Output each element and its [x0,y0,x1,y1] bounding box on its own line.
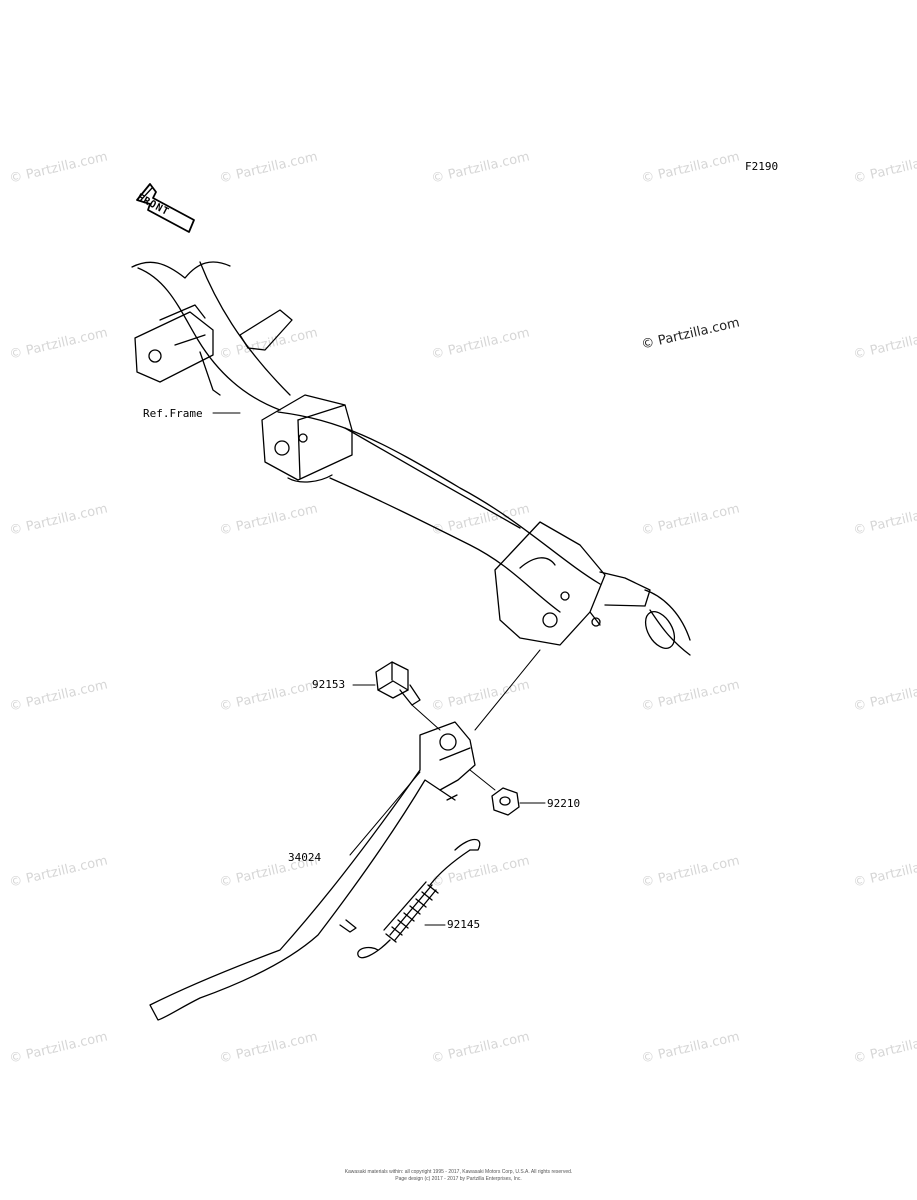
front-arrow-icon [136,183,195,233]
stand-mount-bracket [494,521,691,656]
nut-92210 [491,787,520,816]
leader-34024 [349,771,421,856]
footer-design: Page design (c) 2017 - 2017 by Partzilla… [395,1176,522,1182]
frame [131,261,601,613]
footer-copyright: Kawasaki materials within: all copyright… [344,1169,573,1175]
axis-line [469,769,496,791]
ref-frame-label: Ref.Frame [143,407,203,420]
part-label-92210[interactable]: 92210 [547,797,581,810]
part-label-92153[interactable]: 92153 [312,678,346,691]
side-stand-34024 [149,721,476,1021]
spring-92145 [357,838,481,959]
bolt-92153 [375,661,421,706]
axis-line [411,704,441,731]
part-label-92145[interactable]: 92145 [447,918,481,931]
diagram-code: F2190 [745,160,779,173]
part-label-34024[interactable]: 34024 [288,851,322,864]
axis-line [474,649,541,731]
